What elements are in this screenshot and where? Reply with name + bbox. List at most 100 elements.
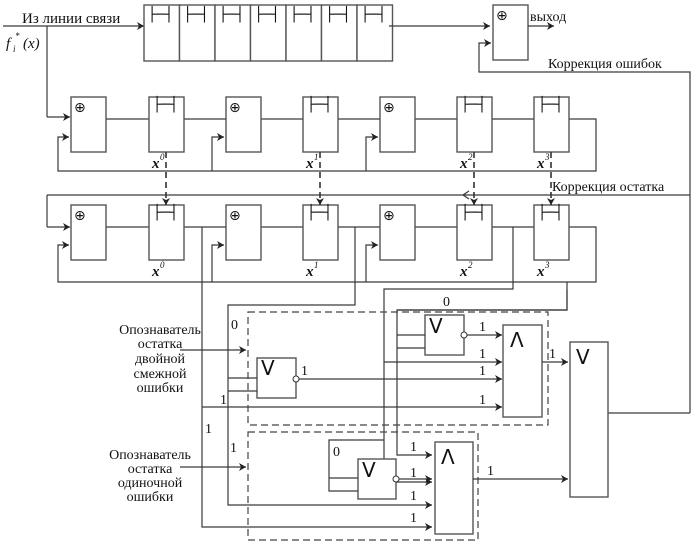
delay-icon: ├─┤ [255, 5, 280, 23]
svg-text:одиночной: одиночной [118, 476, 183, 491]
svg-text:1: 1 [479, 320, 486, 335]
power-label: x [305, 156, 314, 172]
xor-icon: ⊕ [383, 208, 395, 224]
xor-adder: ⊕ [70, 96, 107, 153]
power-label: x [305, 264, 314, 280]
svg-text:1: 1 [479, 347, 486, 362]
single-error-detector-box [247, 431, 479, 541]
remainder-correction-label: Коррекция остатка [552, 180, 665, 195]
buffer-cell: ├─┤ [143, 4, 181, 62]
svg-text:ошибки: ошибки [127, 490, 174, 505]
svg-text:0: 0 [160, 260, 165, 270]
svg-text:2: 2 [468, 260, 473, 270]
input-function-label: f i * (x) [6, 31, 40, 54]
svg-text:смежной: смежной [134, 367, 187, 382]
xor-adder: ⊕ [225, 96, 262, 153]
xor-icon: ⊕ [383, 100, 395, 116]
svg-text:остатка: остатка [128, 462, 173, 477]
delay-icon: ├─┤ [184, 5, 209, 23]
power-label: x [151, 264, 160, 280]
power-label: x [536, 156, 545, 172]
svg-text:1: 1 [410, 511, 417, 526]
delay-icon: ├─┤ [461, 203, 486, 221]
buffer-cell: ├─┤ [320, 4, 358, 62]
buffer-cell: ├─┤ [356, 4, 394, 62]
nor-gate-3 [357, 458, 397, 500]
delay-icon: ├─┤ [153, 95, 178, 113]
svg-text:V: V [362, 458, 376, 482]
svg-text:2: 2 [468, 152, 473, 162]
svg-text:3: 3 [544, 152, 550, 162]
svg-text:0: 0 [231, 318, 238, 333]
delay-icon: ├─┤ [307, 203, 332, 221]
single-error-detector-label: Опознаватель остатка одиночной ошибки [109, 448, 191, 505]
buffer-cell: ├─┤ [285, 4, 323, 62]
delay-icon: ├─┤ [153, 203, 178, 221]
power-label: x [459, 264, 468, 280]
svg-text:1: 1 [301, 364, 308, 379]
xor-adder: ⊕ [225, 204, 262, 261]
svg-text:(x): (x) [23, 36, 40, 52]
delay-icon: ├─┤ [361, 5, 386, 23]
svg-text:1: 1 [410, 489, 417, 504]
svg-text:остатка: остатка [138, 337, 183, 352]
double-error-detector-box [247, 311, 549, 426]
delay-icon: ├─┤ [290, 5, 315, 23]
svg-text:f: f [6, 36, 12, 52]
svg-text:V: V [576, 345, 590, 369]
buffer-cell: ├─┤ [178, 4, 216, 62]
input-line-label: Из линии связи [22, 11, 120, 27]
buffer-cell: ├─┤ [249, 4, 287, 62]
delay-icon: ├─┤ [148, 5, 173, 23]
error-correction-wire [478, 39, 691, 85]
xor-adder: ⊕ [379, 204, 416, 261]
svg-text:1: 1 [487, 464, 494, 479]
error-correction-label: Коррекция ошибок [548, 57, 662, 72]
svg-text:i: i [13, 44, 16, 54]
buffer-register: ├─┤ ├─┤ ├─┤ ├─┤ ├─┤ ├─┤ ├─┤ [143, 4, 394, 62]
and-gate-2 [434, 441, 474, 535]
delay-icon: ├─┤ [326, 5, 351, 23]
delay-icon: ├─┤ [538, 95, 563, 113]
svg-text:1: 1 [314, 260, 319, 270]
buffer-cell: ├─┤ [214, 4, 252, 62]
xor-icon: ⊕ [74, 100, 86, 116]
svg-text:1: 1 [230, 441, 237, 456]
delay-icon: ├─┤ [538, 203, 563, 221]
delay-icon: ├─┤ [219, 5, 244, 23]
or-gate-final [569, 341, 609, 498]
svg-text:1: 1 [549, 347, 556, 362]
svg-text:1: 1 [220, 393, 227, 408]
xor-icon: ⊕ [74, 208, 86, 224]
xor-adder: ⊕ [379, 96, 416, 153]
xor-icon: ⊕ [496, 8, 508, 24]
svg-text:3: 3 [544, 260, 550, 270]
transfer-lines [162, 152, 555, 205]
svg-text:двойной: двойной [135, 352, 186, 367]
svg-text:Опознаватель: Опознаватель [109, 448, 191, 463]
and-icon: Λ [510, 328, 524, 352]
svg-text:1: 1 [205, 422, 212, 437]
power-label: x [536, 264, 545, 280]
or-icon: V [261, 356, 275, 380]
svg-text:V: V [429, 314, 443, 338]
svg-text:ошибки: ошибки [137, 381, 184, 396]
svg-text:1: 1 [479, 364, 486, 379]
nor-gate-2 [424, 314, 465, 356]
delay-icon: ├─┤ [307, 95, 332, 113]
delay-icon: ├─┤ [461, 95, 486, 113]
xor-icon: ⊕ [229, 208, 241, 224]
output-xor-box [492, 4, 529, 61]
svg-text:0: 0 [160, 152, 165, 162]
